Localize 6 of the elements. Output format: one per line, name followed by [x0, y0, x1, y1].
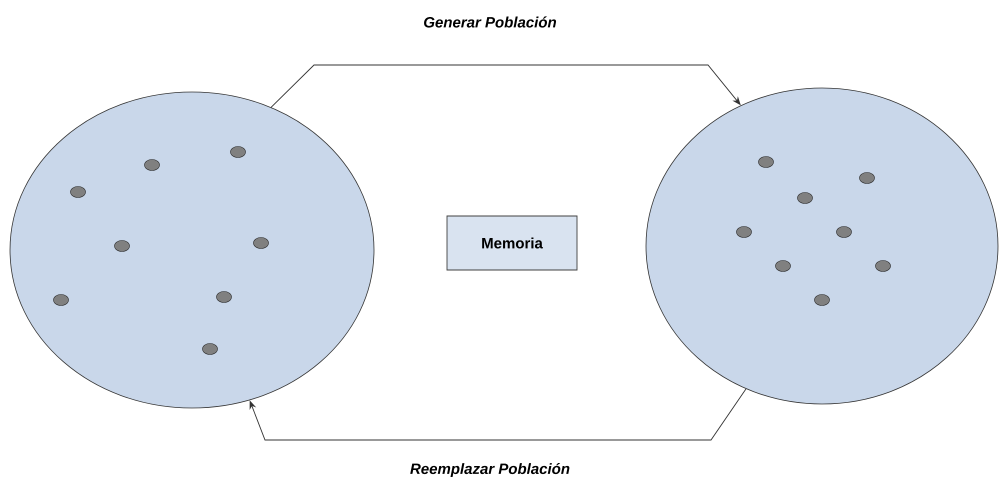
population-ellipse: [10, 92, 374, 408]
memory-box: Memoria: [446, 216, 578, 270]
edge-label: Reemplazar Población: [408, 462, 572, 478]
edge-label: Generar Población: [422, 15, 558, 29]
arrow: [250, 388, 746, 440]
population-ellipse: [646, 88, 998, 404]
